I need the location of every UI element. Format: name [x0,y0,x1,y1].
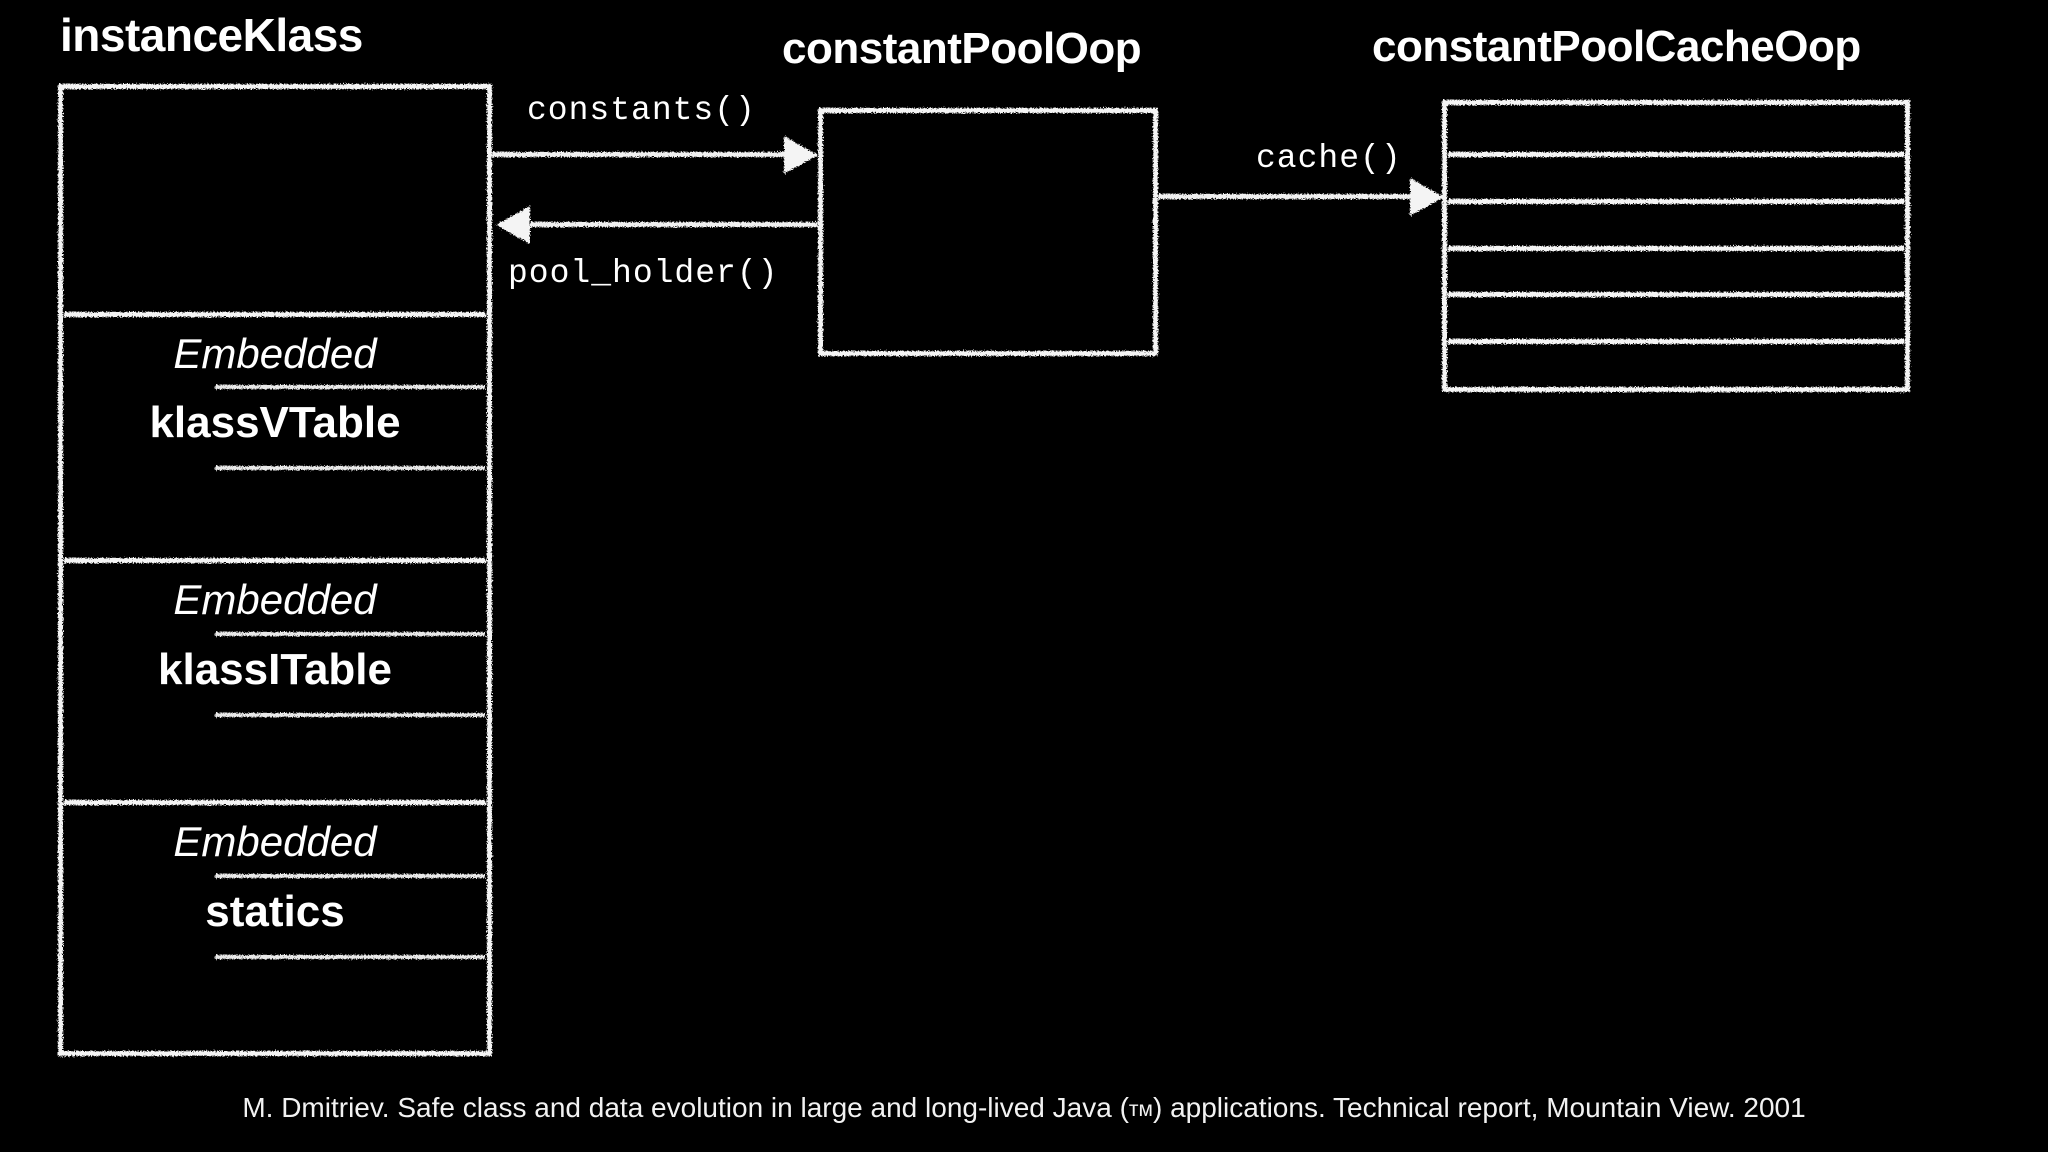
section-1-embedded-label: Embedded [173,330,377,377]
constant-pool-cache-title: constantPoolCacheOop [1372,22,1861,71]
citation-text-after: ) applications. Technical report, Mounta… [1152,1092,1806,1123]
instance-klass-section-divider-3 [64,800,486,805]
cache-row-divider-3 [1448,246,1904,251]
section-1-name-klassvtable: klassVTable [149,398,401,447]
instance-klass-box [58,84,492,1056]
instance-klass-title: instanceKlass [60,9,363,61]
section-3-inner-divider-top [215,874,485,878]
cache-row-divider-2 [1448,199,1904,204]
section-3-inner-divider-bottom [215,955,485,959]
cache-row-divider-1 [1448,152,1904,157]
arrow-label-pool-holder: pool_holder() [508,255,779,292]
constant-pool-box [818,108,1158,356]
arrow-label-constants: constants() [527,92,756,129]
section-2-inner-divider-bottom [215,713,485,717]
section-3-name-statics: statics [205,887,345,936]
section-2-inner-divider-top [215,632,485,636]
instance-klass-section-divider-1 [64,312,486,317]
section-3-embedded-label: Embedded [173,818,377,865]
arrow-head-constants-icon [784,136,818,174]
arrow-line-cache [1158,194,1414,199]
citation-trademark: тм [1128,1098,1153,1121]
instance-klass-section-divider-2 [64,558,486,563]
section-2-name-klassitable: klassITable [158,645,392,694]
section-1-inner-divider-top [215,385,485,389]
constant-pool-title: constantPoolOop [782,24,1142,73]
arrow-line-pool-holder [530,222,818,227]
arrow-head-pool-holder-icon [496,206,530,244]
section-2-embedded-label: Embedded [173,576,377,623]
arrow-label-cache: cache() [1256,140,1402,177]
citation-text-before: M. Dmitriev. Safe class and data evoluti… [242,1092,1129,1123]
cache-row-divider-5 [1448,339,1904,344]
arrow-line-constants [492,152,788,157]
arrow-head-cache-icon [1410,178,1444,216]
citation-footer: M. Dmitriev. Safe class and data evoluti… [0,1092,2048,1124]
section-1-inner-divider-bottom [215,466,485,470]
cache-row-divider-4 [1448,292,1904,297]
